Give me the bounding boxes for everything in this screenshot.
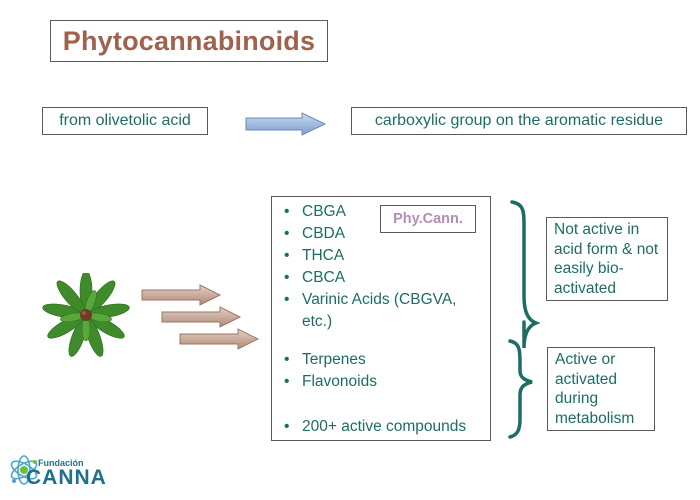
list-item: THCA	[282, 245, 487, 267]
target-label: carboxylic group on the aromatic residue	[374, 112, 664, 129]
cannabis-plant-icon	[42, 273, 130, 357]
list-item: CBGA	[282, 201, 487, 223]
inactive-note: Not active in acid form & not easily bio…	[546, 217, 668, 301]
compound-list-box: CBGA CBDA THCA CBCA Varinic Acids (CBGVA…	[271, 196, 491, 441]
phycann-tag-label: Phy.Cann.	[393, 211, 463, 227]
active-note: Active or activated during metabolism	[547, 347, 655, 431]
list-item: Varinic Acids (CBGVA, etc.)	[282, 289, 487, 333]
arrow-right-icon	[161, 306, 242, 328]
list-item: Flavonoids	[282, 371, 487, 393]
total-list: 200+ active compounds	[282, 416, 487, 438]
page-title: Phytocannabinoids	[62, 25, 316, 56]
other-list: Terpenes Flavonoids	[282, 349, 487, 393]
logo-subtitle: Fundación	[38, 458, 84, 468]
list-item: CBCA	[282, 267, 487, 289]
phycann-tag: Phy.Cann.	[380, 205, 476, 233]
active-note-text: Active or activated during metabolism	[555, 351, 635, 427]
title-box: Phytocannabinoids	[50, 20, 328, 62]
target-box: carboxylic group on the aromatic residue	[351, 107, 687, 135]
curly-brace-icon	[510, 200, 540, 349]
list-item: Terpenes	[282, 349, 487, 371]
logo-title: CANNA	[26, 466, 107, 489]
input-arrows	[141, 284, 260, 350]
list-item: CBDA	[282, 223, 487, 245]
flow-arrow-icon	[245, 112, 327, 136]
list-item: 200+ active compounds	[282, 416, 487, 438]
inactive-note-text: Not active in acid form & not easily bio…	[554, 221, 659, 297]
atom-logo-icon	[10, 455, 38, 485]
source-box: from olivetolic acid	[42, 107, 208, 135]
arrow-right-icon	[141, 284, 222, 306]
source-label: from olivetolic acid	[59, 112, 191, 129]
curly-brace-icon	[508, 339, 533, 439]
acid-list: CBGA CBDA THCA CBCA Varinic Acids (CBGVA…	[282, 201, 487, 333]
arrow-right-icon	[179, 328, 260, 350]
